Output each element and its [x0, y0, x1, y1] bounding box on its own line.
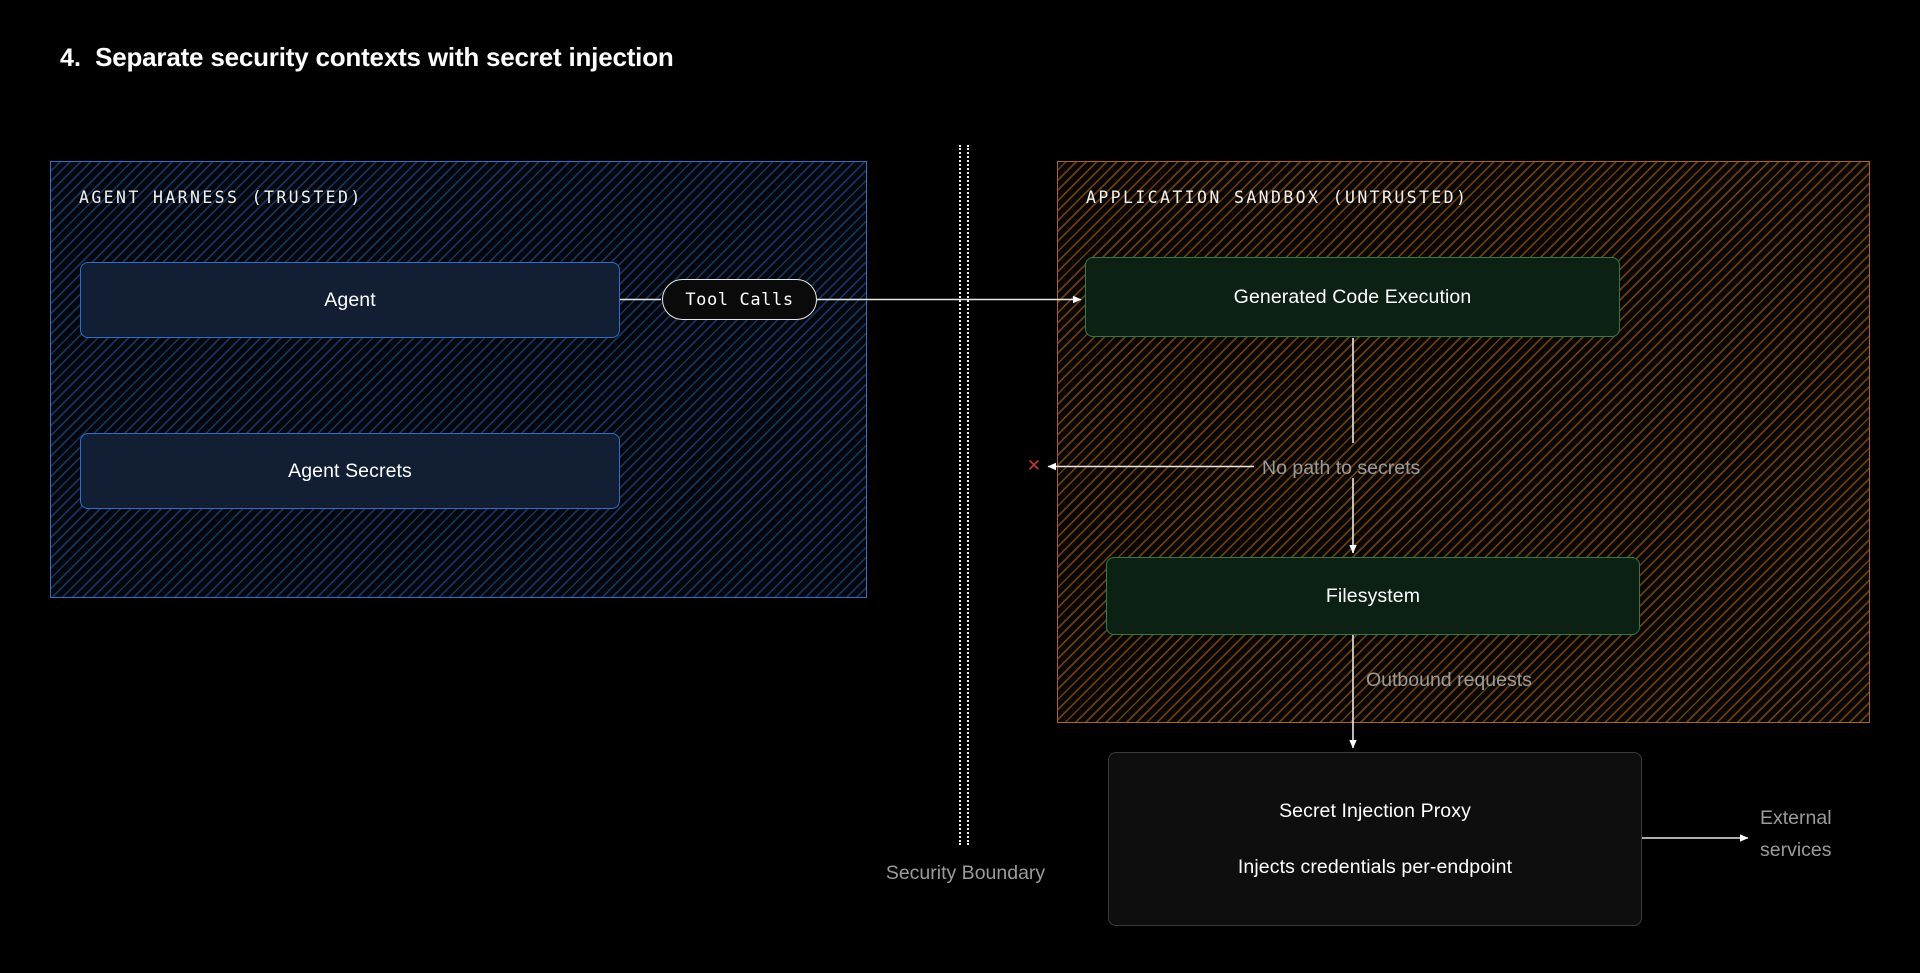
title-text: Separate security contexts with secret i…: [95, 42, 674, 72]
security-boundary-divider: [959, 145, 970, 845]
zone-agent-harness-trusted: AGENT HARNESS (TRUSTED): [50, 161, 867, 598]
zone-application-sandbox-untrusted: APPLICATION SANDBOX (UNTRUSTED): [1057, 161, 1870, 723]
boundary-line-right: [967, 145, 969, 845]
node-filesystem[interactable]: Filesystem: [1106, 557, 1640, 635]
edge-label-external-services: External services: [1760, 807, 1832, 861]
edge-label-outbound-requests: Outbound requests: [1366, 669, 1532, 691]
blocked-x-icon: ✕: [1026, 456, 1042, 476]
node-agent-secrets-label: Agent Secrets: [288, 459, 412, 482]
node-agent-label: Agent: [324, 288, 376, 311]
zone-label-trusted: AGENT HARNESS (TRUSTED): [79, 188, 363, 207]
node-secret-injection-proxy-label: Secret Injection Proxy: [1279, 800, 1471, 823]
page-title: 4. Separate security contexts with secre…: [60, 42, 674, 73]
zone-label-untrusted: APPLICATION SANDBOX (UNTRUSTED): [1086, 188, 1469, 207]
edge-label-tool-calls: Tool Calls: [662, 279, 817, 320]
node-agent-secrets[interactable]: Agent Secrets: [80, 433, 620, 509]
edge-label-no-path-to-secrets: No path to secrets: [1262, 457, 1421, 479]
node-filesystem-label: Filesystem: [1325, 584, 1421, 607]
node-agent[interactable]: Agent: [80, 262, 620, 338]
boundary-line-left: [959, 145, 961, 845]
node-secret-injection-proxy-sublabel: Injects credentials per-endpoint: [1237, 855, 1513, 878]
title-number: 4.: [60, 44, 82, 72]
node-generated-code-execution[interactable]: Generated Code Execution: [1085, 257, 1620, 337]
node-generated-code-execution-label: Generated Code Execution: [1233, 285, 1472, 308]
node-secret-injection-proxy[interactable]: Secret Injection Proxy Injects credentia…: [1108, 752, 1642, 926]
security-boundary-label: Security Boundary: [885, 862, 1046, 884]
